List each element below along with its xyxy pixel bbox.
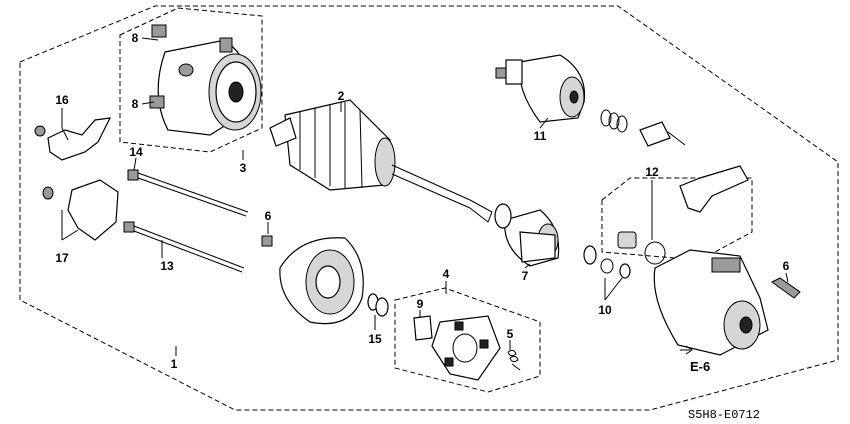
nut-17 <box>42 186 54 200</box>
yoke-assembly <box>149 24 262 136</box>
armature <box>269 99 493 223</box>
yoke-group-box <box>119 7 263 153</box>
solenoid <box>495 54 586 123</box>
brush-holder <box>431 315 501 381</box>
callout-3: 3 <box>240 161 247 175</box>
callout-13: 13 <box>160 259 174 273</box>
callout-6-right: 6 <box>783 259 790 273</box>
washer-10 <box>619 263 631 279</box>
bolt-6-left <box>261 235 273 247</box>
callout-1: 1 <box>171 357 178 371</box>
overrunning-clutch <box>494 203 560 267</box>
brush-9 <box>413 315 433 341</box>
stop-ring <box>600 258 614 274</box>
washer-15b <box>375 297 389 317</box>
callout-8-top: 8 <box>132 31 139 45</box>
end-cover <box>279 237 364 325</box>
bracket-16 <box>47 117 112 161</box>
leader-lines <box>61 37 789 356</box>
callout-4: 4 <box>443 267 450 281</box>
lever-group-box <box>601 177 753 261</box>
callout-15: 15 <box>368 332 382 346</box>
callout-9: 9 <box>417 297 424 311</box>
callout-6-left: 6 <box>265 209 272 223</box>
brush-holder-group-box <box>394 287 541 393</box>
nut-16 <box>34 125 46 137</box>
callout-16: 16 <box>55 93 69 107</box>
reference-label: E-6 <box>690 359 710 374</box>
bracket-17 <box>67 179 119 241</box>
through-bolt-13 <box>123 221 245 273</box>
callout-17: 17 <box>55 251 69 265</box>
callout-5: 5 <box>507 327 514 341</box>
shift-lever <box>679 165 749 213</box>
through-bolt-14 <box>127 169 249 217</box>
stop-collar <box>583 245 597 265</box>
brush-spring-5 <box>507 349 521 371</box>
diagram-code: S5H8-E0712 <box>688 408 760 422</box>
grommet <box>617 231 637 249</box>
callout-2: 2 <box>338 89 345 103</box>
callout-10: 10 <box>598 303 612 317</box>
bolt-6-right <box>771 277 801 299</box>
callout-14: 14 <box>129 145 143 159</box>
assembly-boundary <box>19 5 839 411</box>
callout-7: 7 <box>522 269 529 283</box>
o-ring-seal <box>644 241 666 265</box>
callout-11: 11 <box>534 129 547 143</box>
callout-12: 12 <box>645 165 659 179</box>
gear-housing <box>653 249 769 356</box>
plunger-and-spring <box>600 109 686 147</box>
callout-8-bottom: 8 <box>132 97 139 111</box>
